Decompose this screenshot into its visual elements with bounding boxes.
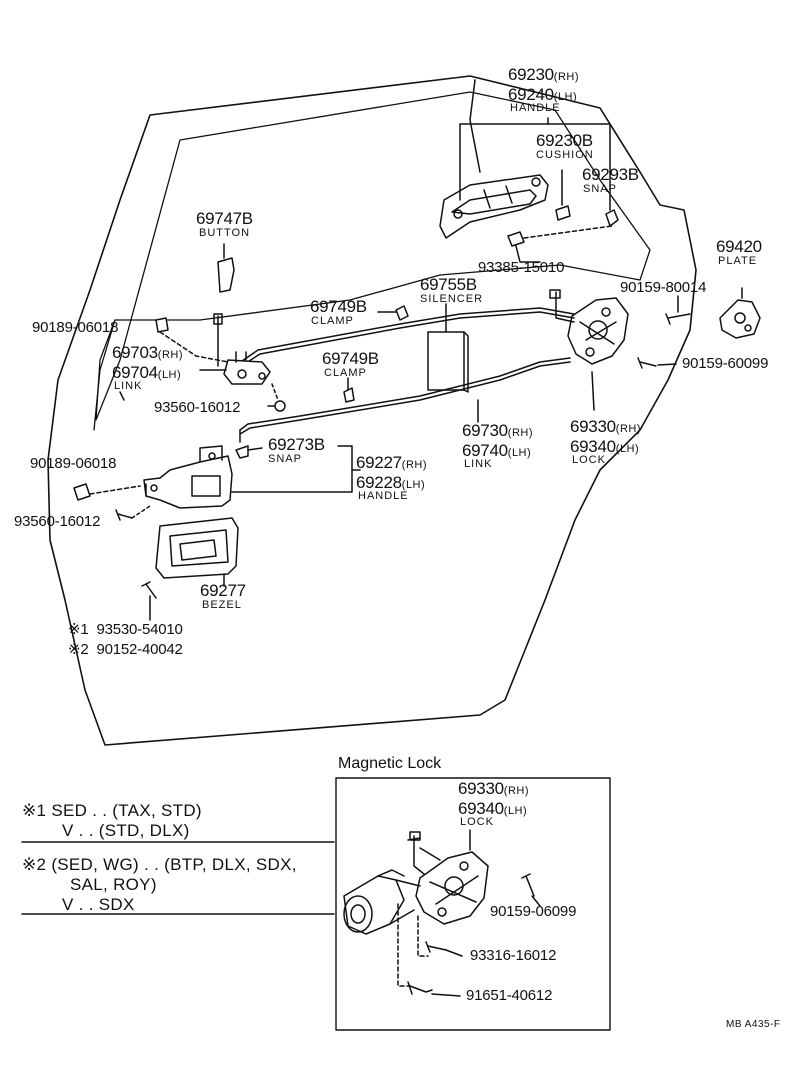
clamp-b-icon — [343, 387, 355, 403]
clip-a-icon — [155, 317, 169, 333]
label-snap-inner: 69273B — [268, 435, 325, 454]
bezel-screw-icon — [141, 581, 157, 599]
label-plate: 69420 — [716, 237, 762, 256]
label-mag-bolt: 90159-06099 — [490, 903, 577, 920]
note2-line1: ※2 (SED, WG) . . (BTP, DLX, SDX, — [22, 855, 297, 874]
label-handle-inner-rh: 69227(RH) — [356, 453, 427, 472]
bezel — [155, 517, 239, 579]
label-nut-b: 93560-16012 — [14, 513, 101, 530]
mag-bolt-icon — [521, 873, 535, 897]
label-clamp-a-cap: CLAMP — [311, 315, 354, 327]
screw-upper-icon — [507, 231, 525, 247]
label-nut-a: 93560-16012 — [154, 399, 241, 416]
label-snap-inner-cap: SNAP — [268, 453, 302, 465]
magnetic-lock-unit — [415, 851, 489, 925]
label-plate-cap: PLATE — [718, 255, 758, 267]
label-button: 69747B — [196, 209, 253, 228]
door-outline — [47, 75, 697, 746]
label-silencer: 69755B — [420, 275, 477, 294]
note2-line3: V . . SDX — [62, 895, 135, 914]
label-screw-upper: 93385-15010 — [478, 259, 565, 276]
label-mag-screw-a: 93316-16012 — [470, 947, 557, 964]
label-handle-outer-cap: HANDLE — [510, 102, 561, 114]
cushion-icon — [555, 205, 571, 221]
label-link-rear-lh: 69740(LH) — [462, 441, 532, 460]
lock-assembly — [567, 297, 629, 365]
bellcrank — [223, 359, 271, 385]
lock-button-icon — [217, 257, 235, 293]
label-clamp-b-cap: CLAMP — [324, 367, 367, 379]
label-bezel: 69277 — [200, 581, 246, 600]
label-screw-note1: ※1 93530-54010 — [68, 621, 183, 638]
nut-b-icon — [115, 509, 133, 521]
label-clamp-b: 69749B — [322, 349, 379, 368]
magnetic-lock-box — [335, 777, 611, 1031]
label-handle-inner-lh: 69228(LH) — [356, 473, 426, 492]
link-rod-upper — [231, 311, 575, 373]
label-mag-lock-cap: LOCK — [460, 816, 494, 828]
label-button-cap: BUTTON — [199, 227, 251, 239]
label-handle-outer-rh: 69230(RH) — [508, 65, 579, 84]
label-handle-inner-cap: HANDLE — [358, 490, 409, 502]
label-mag-screw-b: 91651-40612 — [466, 987, 553, 1004]
striker-plate — [719, 299, 761, 339]
bolt-lock-icon — [637, 357, 657, 369]
label-silencer-cap: SILENCER — [420, 293, 484, 305]
label-lock-rh: 69330(RH) — [570, 417, 641, 436]
label-bolt-lock: 90159-60099 — [682, 355, 769, 372]
label-clip-b: 90189-06018 — [30, 455, 117, 472]
label-link-rear-rh: 69730(RH) — [462, 421, 533, 440]
note1-line1: ※1 SED . . (TAX, STD) — [22, 801, 202, 820]
outer-handle — [439, 174, 549, 239]
snap-inner-icon — [235, 445, 249, 459]
link-rod-lower — [239, 361, 571, 435]
label-clamp-a: 69749B — [310, 297, 367, 316]
label-link-front-rh: 69703(RH) — [112, 343, 183, 362]
label-snap-upper-cap: SNAP — [583, 183, 617, 195]
label-bezel-cap: BEZEL — [202, 599, 242, 611]
label-cushion: 69230B — [536, 131, 593, 150]
label-mag-lock-rh: 69330(RH) — [458, 779, 529, 798]
mag-screw-a-icon — [425, 941, 447, 953]
clamp-a-icon — [395, 305, 409, 321]
label-snap-upper: 69293B — [582, 165, 639, 184]
label-screw-note2: ※2 90152-40042 — [68, 641, 183, 658]
label-handle-outer-lh: 69240(LH) — [508, 85, 578, 104]
label-lock-cap: LOCK — [572, 454, 606, 466]
label-clip-a: 90189-06018 — [32, 319, 119, 336]
clip-b-icon — [73, 483, 91, 501]
note1-line2: V . . (STD, DLX) — [62, 821, 190, 840]
inner-handle — [143, 455, 233, 509]
silencer-pad — [427, 331, 465, 391]
label-link-front-cap: LINK — [114, 380, 143, 392]
drawing-code: MB A435-F — [726, 1019, 781, 1030]
snap-upper-icon — [605, 209, 619, 227]
note2-line2: SAL, ROY) — [70, 875, 157, 894]
label-link-front-lh: 69704(LH) — [112, 363, 182, 382]
bolt-plate-icon — [665, 313, 691, 325]
nut-a-icon — [274, 400, 286, 412]
label-lock-lh: 69340(LH) — [570, 437, 640, 456]
label-cushion-cap: CUSHION — [536, 149, 594, 161]
label-bolt-plate: 90159-80014 — [620, 279, 707, 296]
solenoid-motor — [343, 875, 405, 935]
mag-screw-b-icon — [407, 981, 433, 995]
label-link-rear-cap: LINK — [464, 458, 493, 470]
magnetic-lock-title: Magnetic Lock — [338, 755, 442, 772]
label-mag-lock-lh: 69340(LH) — [458, 799, 528, 818]
